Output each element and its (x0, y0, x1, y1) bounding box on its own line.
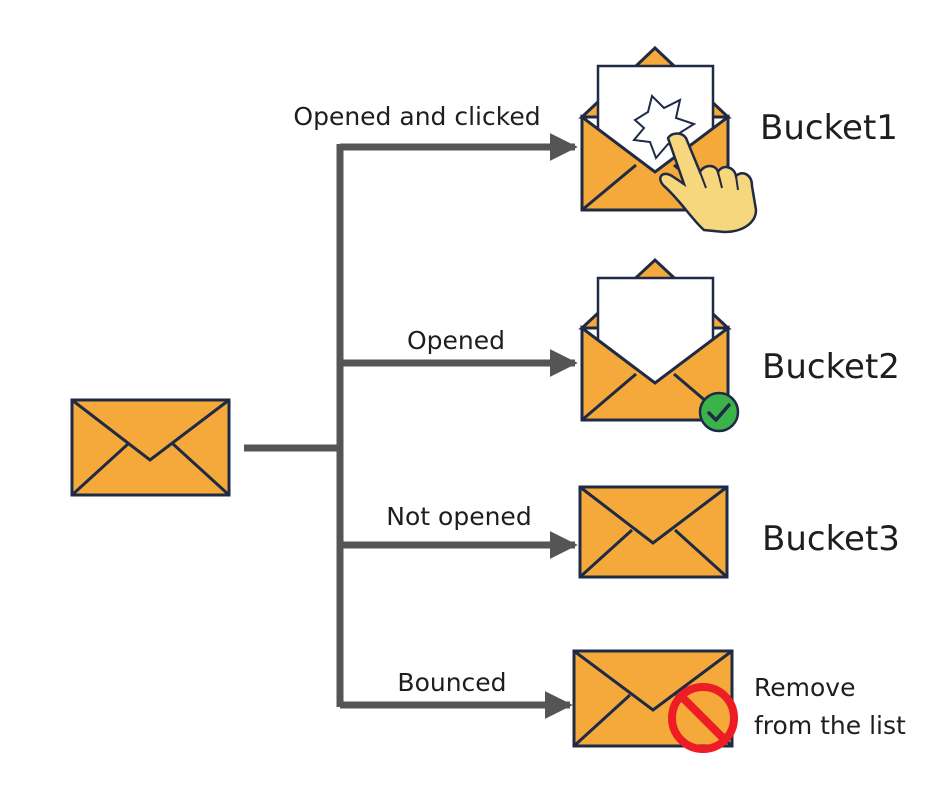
branch-label-not-opened: Not opened (386, 502, 531, 531)
envelope-bounced-icon (572, 649, 738, 753)
connectors (244, 133, 578, 719)
remove-label-line1: Remove (754, 673, 855, 702)
bucket2-label: Bucket2 (762, 347, 900, 387)
branch-label-bounced: Bounced (397, 668, 506, 697)
open-envelope-click-icon (578, 45, 758, 234)
branch-label-opened-clicked: Opened and clicked (293, 102, 540, 131)
remove-label-line2: from the list (754, 711, 906, 740)
no-sign-icon (668, 683, 738, 753)
source-envelope-icon (70, 398, 231, 497)
branch-label-opened: Opened (407, 326, 505, 355)
envelope-not-opened-icon (578, 485, 729, 579)
bucket3-label: Bucket3 (762, 519, 900, 559)
check-badge-icon (698, 391, 740, 433)
open-envelope-check-icon (578, 257, 740, 433)
bucket1-label: Bucket1 (760, 108, 898, 148)
